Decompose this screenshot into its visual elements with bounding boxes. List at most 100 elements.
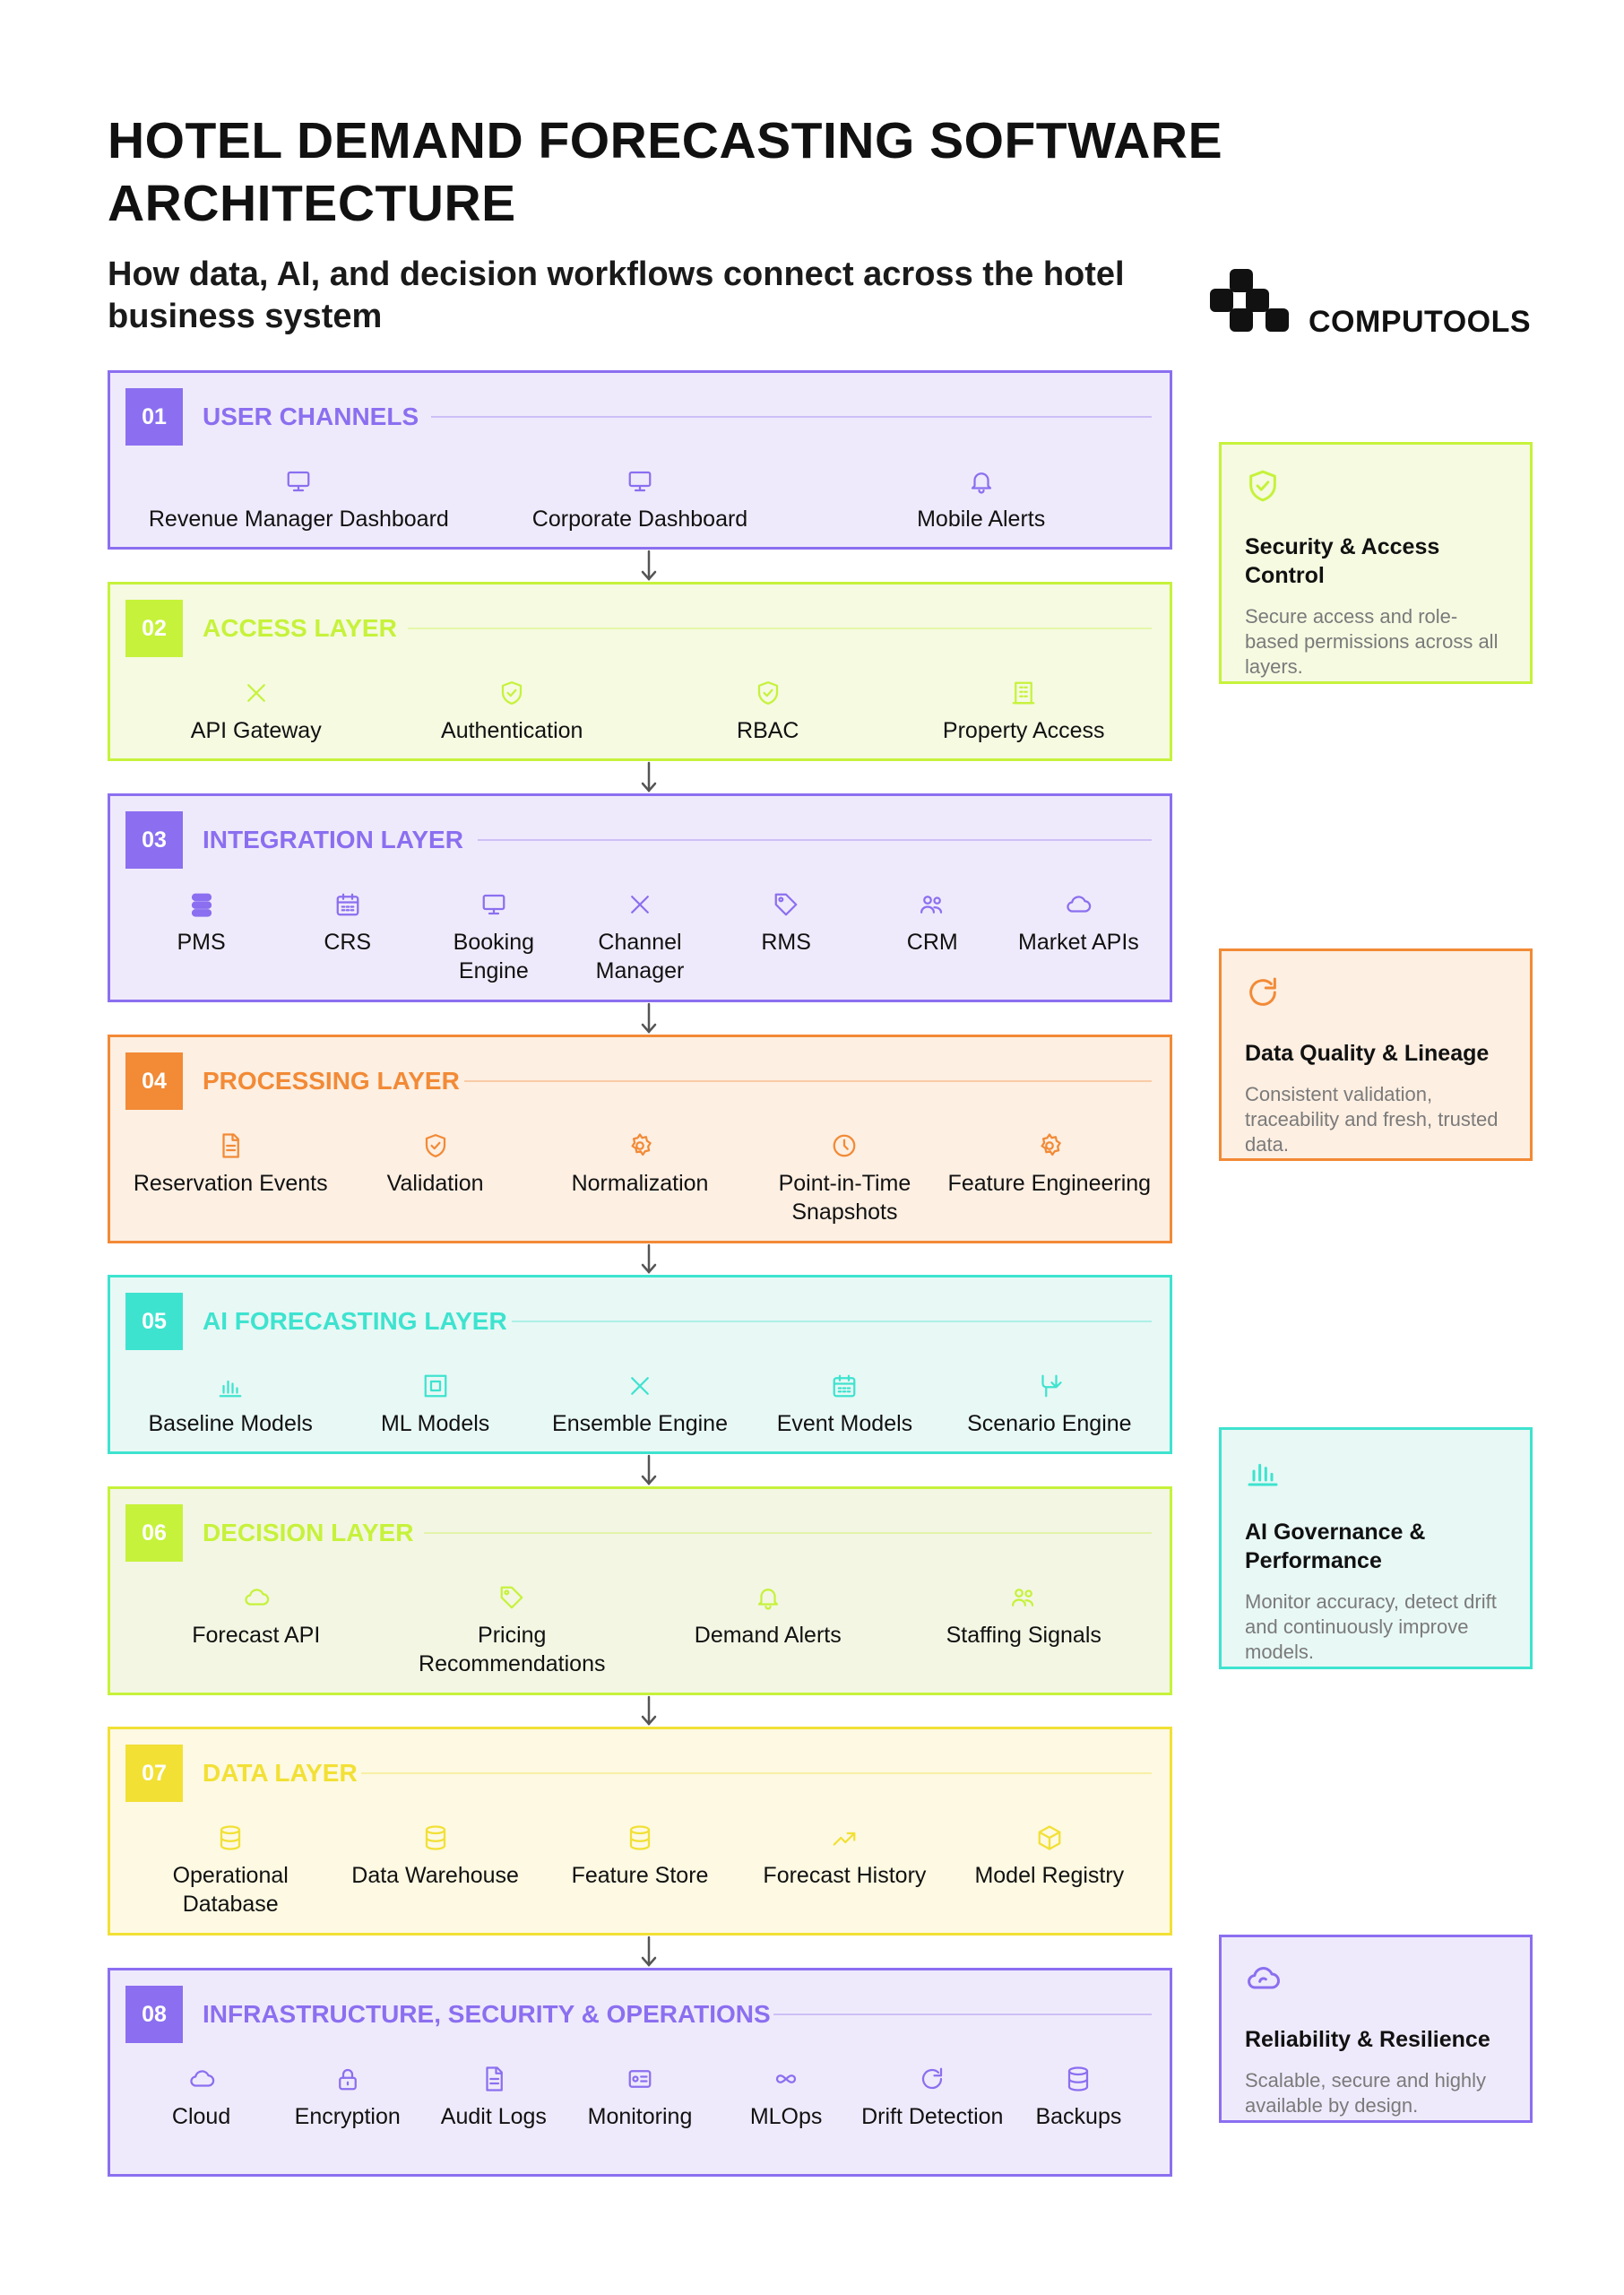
layer-number: 07 bbox=[125, 1745, 183, 1802]
layer-item: Property Access bbox=[896, 679, 1153, 745]
shield-check-icon bbox=[1245, 468, 1507, 507]
brand-name: COMPUTOOLS bbox=[1309, 305, 1532, 339]
layer-divider bbox=[361, 1772, 1152, 1774]
brand-logo: COMPUTOOLS bbox=[1210, 269, 1534, 341]
layer-item: Point-in-Time Snapshots bbox=[742, 1131, 946, 1226]
side-card-text: Secure access and role-based permissions… bbox=[1245, 605, 1499, 678]
layer-divider bbox=[464, 1080, 1152, 1082]
layer-item-label: Mobile Alerts bbox=[917, 507, 1046, 532]
layer-item: API Gateway bbox=[128, 679, 384, 745]
monitor-icon bbox=[470, 467, 811, 496]
layer-title: INTEGRATION LAYER bbox=[203, 826, 463, 853]
side-card-title: AI Governance & Performance bbox=[1245, 1520, 1426, 1573]
layer-item-label: Encryption bbox=[294, 2104, 401, 2129]
layer-item: MLOps bbox=[713, 2065, 860, 2131]
flow-arrow-icon bbox=[638, 1454, 660, 1486]
layer-title: DECISION LAYER bbox=[203, 1519, 414, 1546]
layer-divider bbox=[424, 1532, 1152, 1534]
layer-item: Audit Logs bbox=[420, 2065, 566, 2131]
side-card-title: Security & Access Control bbox=[1245, 534, 1440, 588]
layer-item-label: API Gateway bbox=[190, 718, 322, 743]
layer-item-label: Validation bbox=[386, 1171, 484, 1196]
layer-item-label: Baseline Models bbox=[148, 1411, 313, 1436]
layer-item: Feature Store bbox=[538, 1823, 742, 1918]
layer-item: Channel Manager bbox=[566, 890, 713, 985]
layer-item: ML Models bbox=[333, 1372, 537, 1438]
page-title: HOTEL DEMAND FORECASTING SOFTWARE ARCHIT… bbox=[108, 112, 1223, 232]
layer-item-label: Model Registry bbox=[974, 1863, 1125, 1888]
database-icon bbox=[333, 1823, 537, 1852]
layer-divider bbox=[431, 416, 1152, 418]
layer-item: CRS bbox=[274, 890, 420, 985]
layer-item-label: RBAC bbox=[737, 718, 799, 743]
layer-item: Feature Engineering bbox=[947, 1131, 1152, 1226]
layer-number: 06 bbox=[125, 1504, 183, 1562]
layer-item-label: Booking Engine bbox=[453, 930, 535, 983]
cross-icon bbox=[566, 890, 713, 919]
layer-item-label: Monitoring bbox=[587, 2104, 693, 2129]
calendar-icon bbox=[742, 1372, 946, 1400]
cube-icon bbox=[947, 1823, 1152, 1852]
layer-item-label: RMS bbox=[761, 930, 811, 955]
layer-item: Model Registry bbox=[947, 1823, 1152, 1918]
layer-item: Operational Database bbox=[128, 1823, 333, 1918]
bar-chart-icon bbox=[128, 1372, 333, 1400]
layer-item: Pricing Recommendations bbox=[384, 1583, 641, 1678]
layer-number: 04 bbox=[125, 1052, 183, 1110]
server-icon bbox=[128, 890, 274, 919]
chip-icon bbox=[333, 1372, 537, 1400]
layer-header: 04 PROCESSING LAYER bbox=[125, 1052, 1152, 1110]
layer-item: Authentication bbox=[384, 679, 641, 745]
cross-icon bbox=[128, 679, 384, 707]
layer-item-label: Forecast API bbox=[192, 1623, 321, 1648]
flow-arrow-icon bbox=[638, 1695, 660, 1727]
layer-item-label: Scenario Engine bbox=[967, 1411, 1132, 1436]
side-card-text: Consistent validation, traceability and … bbox=[1245, 1083, 1499, 1156]
layer-item-label: Forecast History bbox=[763, 1863, 927, 1888]
layer-divider bbox=[512, 1321, 1152, 1322]
layer-item: Mobile Alerts bbox=[810, 467, 1152, 533]
layer-item-label: Feature Engineering bbox=[947, 1171, 1152, 1196]
layer-item: Forecast API bbox=[128, 1583, 384, 1678]
bell-icon bbox=[640, 1583, 896, 1612]
layer-item: Data Warehouse bbox=[333, 1823, 537, 1918]
bar-chart-icon bbox=[1245, 1453, 1507, 1493]
layer-item-label: Normalization bbox=[571, 1171, 709, 1196]
clock-icon bbox=[742, 1131, 946, 1160]
side-card-title: Reliability & Resilience bbox=[1245, 2027, 1490, 2052]
layer-title: PROCESSING LAYER bbox=[203, 1067, 460, 1095]
layer-item: Ensemble Engine bbox=[538, 1372, 742, 1438]
gear-icon bbox=[538, 1131, 742, 1160]
monitor-card-icon bbox=[566, 2065, 713, 2093]
layer-number: 01 bbox=[125, 388, 183, 446]
database-icon bbox=[538, 1823, 742, 1852]
flow-arrow-icon bbox=[638, 550, 660, 582]
layer-item: Event Models bbox=[742, 1372, 946, 1438]
flow-arrow-icon bbox=[638, 1002, 660, 1035]
users-icon bbox=[860, 890, 1006, 919]
layer-item-label: Ensemble Engine bbox=[552, 1411, 728, 1436]
layer-title: ACCESS LAYER bbox=[203, 614, 397, 642]
layer-item-label: Drift Detection bbox=[861, 2104, 1004, 2129]
layer-item-label: Pricing Recommendations bbox=[419, 1623, 606, 1676]
layer-item-label: CRS bbox=[324, 930, 372, 955]
layer-item: Monitoring bbox=[566, 2065, 713, 2131]
cloud-icon bbox=[128, 1583, 384, 1612]
bell-icon bbox=[810, 467, 1152, 496]
layer-item: Forecast History bbox=[742, 1823, 946, 1918]
building-icon bbox=[896, 679, 1153, 707]
layer-items: Baseline Models ML Models Ensemble Engine E… bbox=[128, 1372, 1152, 1438]
layer-title: USER CHANNELS bbox=[203, 403, 419, 430]
layer-item-label: ML Models bbox=[380, 1411, 490, 1436]
layer-divider bbox=[478, 839, 1152, 841]
